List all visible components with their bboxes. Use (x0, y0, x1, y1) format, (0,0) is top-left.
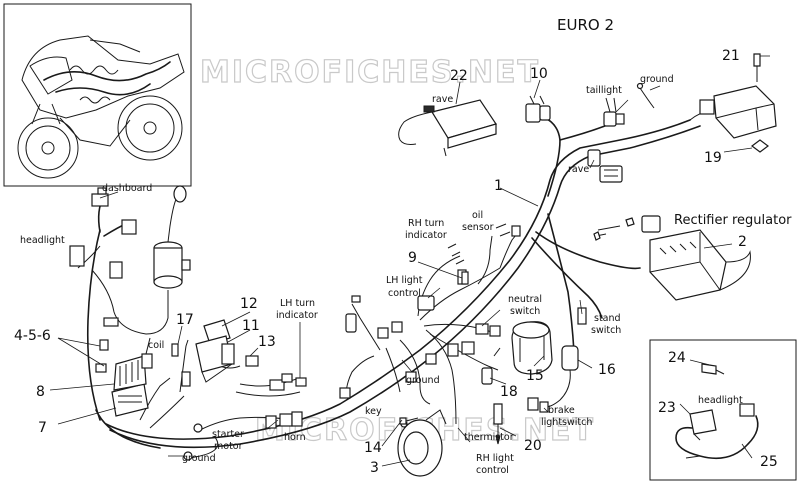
rectifier-regulator (593, 215, 751, 301)
label-starter-motor-1: starter (212, 429, 244, 440)
label-rh-light-control-1: RH light (476, 453, 514, 464)
part-labels: rave taillight ground rave dashboard hea… (20, 74, 792, 476)
callout-20: 20 (524, 438, 542, 454)
label-taillight: taillight (586, 85, 622, 96)
label-rh-light-control-2: control (476, 465, 509, 476)
watermark-top: MICROFICHES.NET (200, 55, 540, 90)
callout-15: 15 (526, 368, 544, 384)
callout-24: 24 (668, 350, 686, 366)
diagram-title: EURO 2 (557, 16, 614, 34)
label-rectifier-regulator: Rectifier regulator (674, 213, 792, 228)
label-key: key (365, 406, 382, 417)
callout-18: 18 (500, 384, 518, 400)
horn (397, 409, 447, 477)
label-starter-motor-2: motor (214, 441, 243, 452)
label-brake-lightswitch-1: brake (548, 405, 575, 416)
brake-lightswitch (527, 397, 549, 413)
label-brake-lightswitch-2: lightswitch (541, 417, 592, 428)
label-horn: horn (284, 432, 306, 443)
callout-8: 8 (36, 384, 45, 400)
callout-lines (49, 55, 770, 467)
label-stand-switch-2: switch (591, 325, 621, 336)
label-neutral-switch-1: neutral (508, 294, 542, 305)
coil-connector (141, 337, 153, 369)
label-dashboard: dashboard (102, 183, 152, 194)
label-headlight-inset: headlight (698, 395, 743, 406)
central-connector-cluster (339, 321, 501, 399)
label-headlight: headlight (20, 235, 65, 246)
label-ground-bottom: ground (182, 453, 216, 464)
stand-switch-connector (577, 307, 587, 325)
label-lh-turn-indicator-2: indicator (276, 310, 318, 321)
callout-9: 9 (408, 250, 417, 266)
callout-13: 13 (258, 334, 276, 350)
label-oil-sensor-2: sensor (462, 222, 494, 233)
label-coil: coil (148, 340, 164, 351)
connector-13 (245, 355, 285, 391)
label-lh-light-control-1: LH light (386, 275, 423, 286)
label-ground-top: ground (640, 74, 674, 85)
connector-9 (461, 271, 469, 285)
rave-control-unit (398, 99, 497, 157)
fuses-4-5-6 (95, 317, 119, 373)
flasher-relay (153, 185, 191, 289)
label-rh-turn-indicator-2: indicator (405, 230, 447, 241)
label-ground-mid: ground (406, 375, 440, 386)
callout-1: 1 (494, 178, 503, 194)
label-neutral-switch-2: switch (510, 306, 540, 317)
label-oil-sensor-1: oil (472, 210, 483, 221)
relay-unit (699, 53, 777, 153)
lh-light-control-connector (345, 295, 435, 333)
callout-2: 2 (738, 234, 747, 250)
horn-bolt (399, 417, 419, 425)
callout-22: 22 (450, 68, 468, 84)
label-lh-turn-indicator-1: LH turn (280, 298, 315, 309)
callout-3: 3 (370, 460, 379, 476)
callout-19: 19 (704, 150, 722, 166)
callout-23: 23 (658, 400, 676, 416)
callout-25: 25 (760, 454, 778, 470)
label-stand-switch-1: stand (594, 313, 621, 324)
lh-turn-indicator-connector (281, 373, 307, 387)
callout-numbers: 1 2 3 4-5-6 7 8 9 10 11 12 13 14 15 16 1… (14, 48, 778, 476)
label-lh-light-control-2: control (388, 288, 421, 299)
label-thermistor: thermistor (464, 432, 514, 443)
ignition-coil (511, 321, 553, 375)
motorcycle-inset-frame (3, 3, 192, 187)
oil-sensor-connector (495, 223, 521, 237)
rave-connector-mid (587, 149, 623, 183)
callout-4-5-6: 4-5-6 (14, 328, 51, 344)
callout-16: 16 (598, 362, 616, 378)
connector-18 (481, 347, 501, 385)
headlight-harness-inset-frame (649, 339, 797, 481)
motorcycle-illustration (17, 35, 185, 179)
fuse (171, 343, 191, 387)
headlight-harness-inset (649, 339, 797, 481)
label-rh-turn-indicator-1: RH turn (408, 218, 444, 229)
callout-12: 12 (240, 296, 258, 312)
taillight-connector (603, 82, 655, 127)
label-rave-top: rave (432, 94, 453, 105)
starter-relay (195, 319, 235, 383)
motorcycle-inset (3, 3, 192, 187)
thermistor (493, 403, 503, 445)
rave-connector-top (525, 95, 551, 123)
callout-7: 7 (38, 420, 47, 436)
headlight-connector (69, 219, 137, 279)
callout-11: 11 (242, 318, 260, 334)
callout-10: 10 (530, 66, 548, 82)
callout-21: 21 (722, 48, 740, 64)
callout-14: 14 (364, 440, 382, 456)
callout-17: 17 (176, 312, 194, 328)
label-rave-mid: rave (568, 164, 589, 175)
